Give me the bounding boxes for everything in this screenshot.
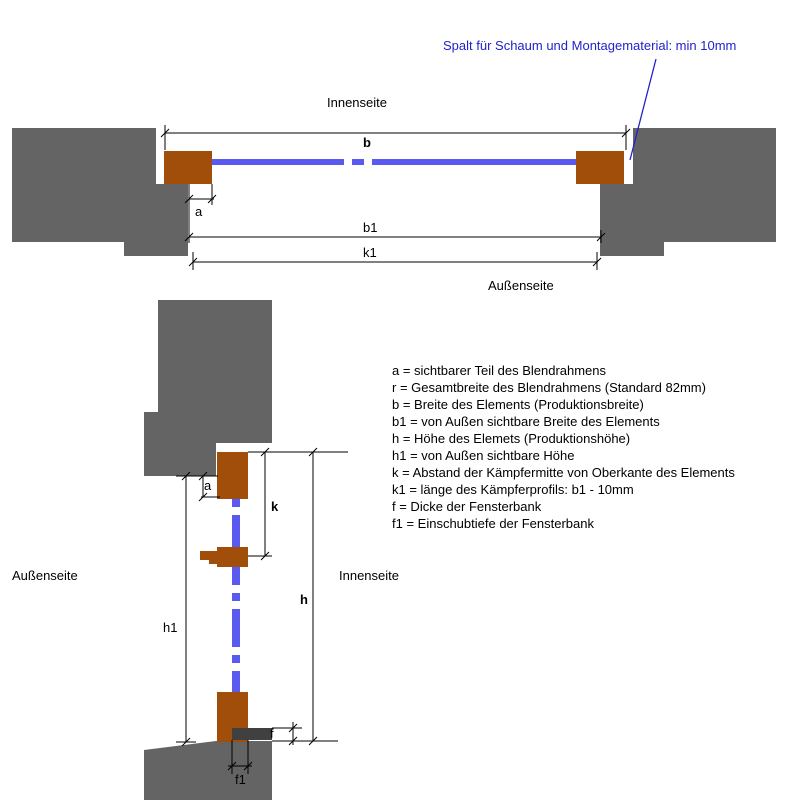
dim-a-bottom: [198, 471, 220, 502]
legend-item-b: b = Breite des Elements (Produktionsbrei…: [392, 397, 644, 412]
transom-profile: [200, 547, 248, 567]
dim-f1: [227, 740, 253, 774]
dim-h1-label: h1: [163, 620, 178, 635]
legend-item-f: f = Dicke der Fensterbank: [392, 499, 542, 514]
legend-item-h1: h1 = von Außen sichtbare Höhe: [392, 448, 575, 463]
upper-wall: [144, 300, 272, 476]
top-frame: [217, 452, 248, 499]
dim-h: [248, 447, 348, 746]
glass-pane: [212, 159, 576, 165]
dim-a-top-label: a: [195, 204, 203, 219]
legend-item-a: a = sichtbarer Teil des Blendrahmens: [392, 363, 607, 378]
annotation-leader: [629, 58, 657, 161]
dim-k1-label: k1: [363, 245, 377, 260]
top-inside-label: Innenseite: [327, 95, 387, 110]
dim-a-top: [184, 184, 217, 205]
dim-h1: [176, 471, 218, 747]
window-sill: [232, 728, 272, 740]
top-outside-label: Außenseite: [488, 278, 554, 293]
legend-item-h: h = Höhe des Elemets (Produktionshöhe): [392, 431, 631, 446]
dim-a-bottom-label: a: [204, 478, 212, 493]
lower-wall: [144, 741, 272, 800]
legend-item-r: r = Gesamtbreite des Blendrahmens (Stand…: [392, 380, 706, 395]
left-frame: [164, 151, 212, 184]
bottom-outside-label: Außenseite: [12, 568, 78, 583]
dim-b1-label: b1: [363, 220, 378, 235]
dim-f: [272, 722, 302, 746]
dim-k1: [188, 252, 602, 270]
dim-f-label: f: [270, 726, 274, 741]
dim-k-label: k: [271, 499, 279, 514]
right-frame: [576, 151, 624, 184]
dim-b: [160, 125, 631, 150]
dim-b1: [184, 184, 606, 243]
legend-item-k1: k1 = länge des Kämpferprofils: b1 - 10mm: [392, 482, 634, 497]
left-wall: [12, 128, 188, 256]
dim-f1-label: f1: [235, 772, 246, 787]
legend-item-b1: b1 = von Außen sichtbare Breite des Elem…: [392, 414, 660, 429]
legend-item-k: k = Abstand der Kämpfermitte von Oberkan…: [392, 465, 735, 480]
bottom-inside-label: Innenseite: [339, 568, 399, 583]
right-wall: [600, 128, 776, 256]
dim-b-label: b: [363, 135, 371, 150]
legend: a = sichtbarer Teil des Blendrahmens r =…: [392, 362, 735, 532]
bottom-section: [144, 300, 348, 800]
foam-gap-annotation: Spalt für Schaum und Montagematerial: mi…: [443, 38, 737, 53]
top-section: [12, 58, 776, 270]
glass-vertical: [232, 499, 240, 692]
dim-k: [248, 447, 272, 561]
legend-item-f1: f1 = Einschubtiefe der Fensterbank: [392, 516, 594, 531]
dim-h-label: h: [300, 592, 308, 607]
